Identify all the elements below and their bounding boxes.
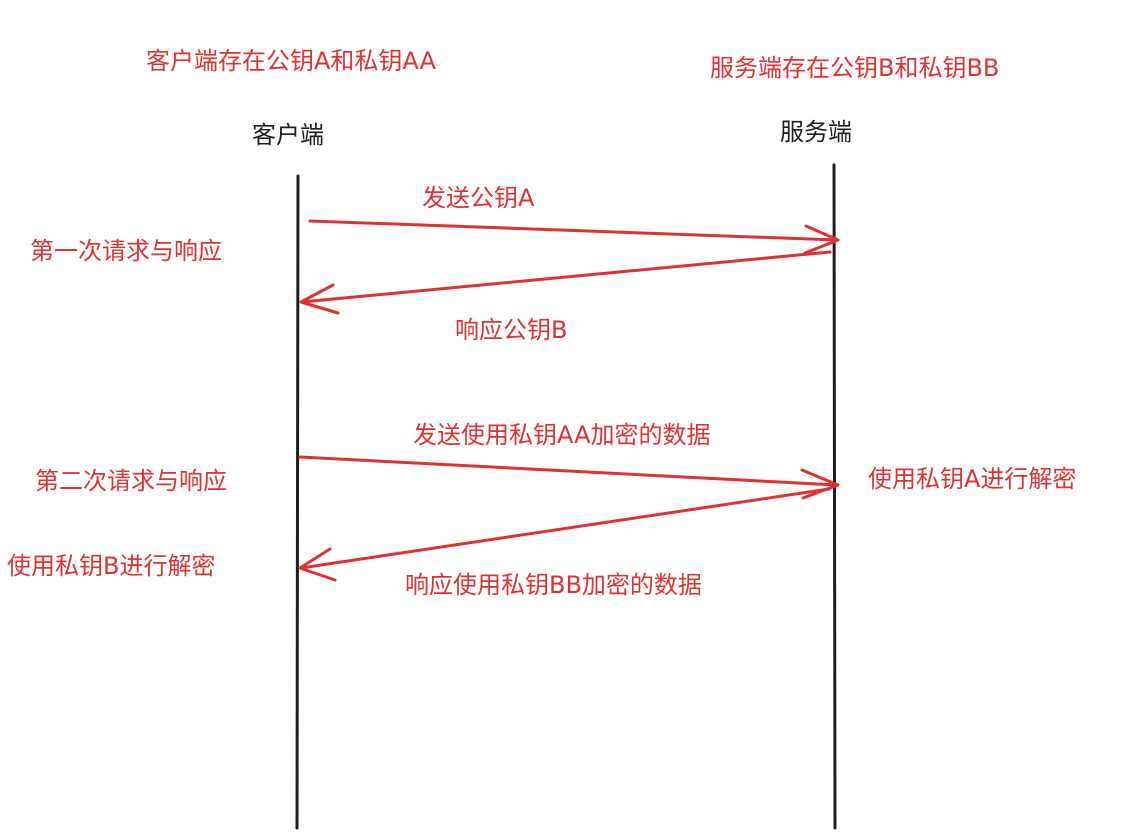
msg-response-encrypted-bb: 响应使用私钥BB加密的数据 [405,571,702,599]
client-lifeline [295,174,300,830]
client-key-note: 客户端存在公钥A和私钥AA [146,47,436,75]
msg-send-public-key-a: 发送公钥A [422,184,535,212]
arrow-send-encrypted-aa [298,455,840,500]
arrow-send-public-key-a [308,219,840,255]
server-lifeline [832,163,837,830]
round1-label: 第一次请求与响应 [30,237,222,265]
msg-send-encrypted-aa: 发送使用私钥AA加密的数据 [413,421,711,449]
arrow-response-public-key-b [299,250,832,315]
client-decrypt-note: 使用私钥B进行解密 [7,552,216,580]
round2-label: 第二次请求与响应 [35,467,227,495]
arrow-response-encrypted-bb [298,487,831,582]
server-decrypt-note: 使用私钥A进行解密 [868,465,1077,493]
msg-response-public-key-b: 响应公钥B [455,316,568,344]
client-title: 客户端 [252,121,324,149]
server-key-note: 服务端存在公钥B和私钥BB [710,54,1000,82]
server-title: 服务端 [780,118,852,146]
